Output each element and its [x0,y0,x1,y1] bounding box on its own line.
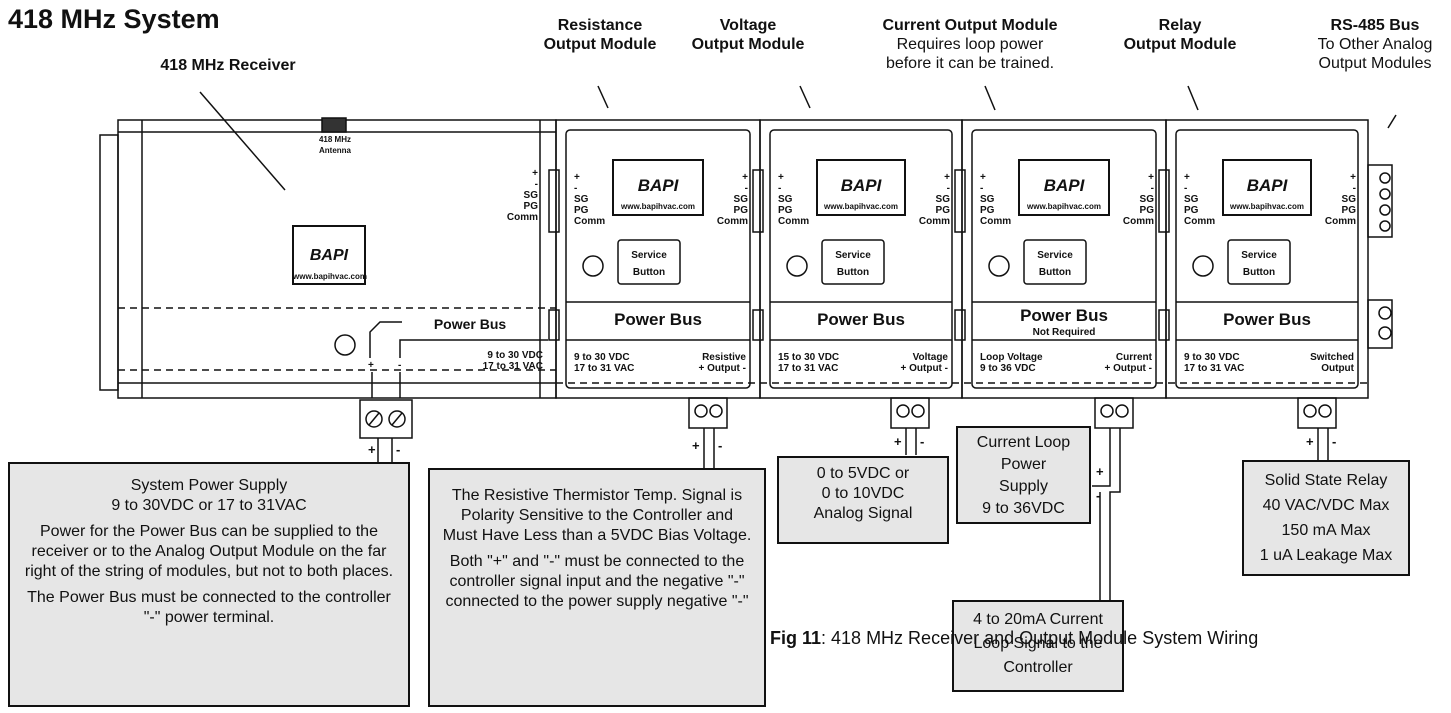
module-logo: BAPI [1246,176,1288,195]
module-power-bus: Power Bus [1020,306,1108,325]
receiver-minus: - [398,360,402,371]
wire-plus: + [894,434,902,449]
receiver-logo-url: www.bapihvac.com [293,272,367,281]
module-output: Current+ Output - [1104,352,1153,374]
figure-caption: Fig 11: 418 MHz Receiver and Output Modu… [770,628,1259,648]
note-analog: 0 to 5VDC or 0 to 10VDC Analog Signal [777,456,949,544]
receiver-wire-plus: + [368,442,376,457]
note-system-power: System Power Supply 9 to 30VDC or 17 to … [8,462,410,707]
module-logo: BAPI [840,176,882,195]
wire-minus: - [920,434,925,449]
receiver-power-bus: Power Bus [433,316,507,332]
module-logo-url: www.bapihvac.com [621,202,695,211]
page-title: 418 MHz System [8,4,220,34]
module-logo-url: www.bapihvac.com [1027,202,1101,211]
module-output: Resistive+ Output - [698,352,747,374]
receiver-terminal-labels: + - SG PG Comm [506,168,538,223]
module-logo: BAPI [1043,176,1085,195]
module-power-bus: Power Bus [1223,310,1311,329]
wire-minus: - [718,438,723,453]
module-power-bus: Power Bus [614,310,702,329]
wire-plus: + [692,438,700,453]
wire-minus: - [1096,488,1101,503]
module-power-bus-note: Not Required [1032,327,1096,338]
note-resistive: The Resistive Thermistor Temp. Signal is… [428,468,766,707]
module-power-bus: Power Bus [817,310,905,329]
module-logo: BAPI [637,176,679,195]
module-output: Voltage+ Output - [900,352,949,374]
module-logo-url: www.bapihvac.com [824,202,898,211]
note-loop-signal: 4 to 20mA Current Loop Signal to the Con… [952,600,1124,692]
wire-plus: + [1306,434,1314,449]
note-loop-power: Current Loop Power Supply 9 to 36VDC [956,426,1091,524]
receiver-wire-minus: - [396,442,401,457]
module-logo-url: www.bapihvac.com [1230,202,1304,211]
module-housings [555,119,1369,399]
wire-minus: - [1332,434,1337,449]
note-relay: Solid State Relay 40 VAC/VDC Max 150 mA … [1242,460,1410,576]
receiver-logo: BAPI [309,247,349,264]
wire-plus: + [1096,464,1104,479]
header-receiver: 418 MHz Receiver [160,57,296,74]
receiver-plus: + [368,360,374,371]
